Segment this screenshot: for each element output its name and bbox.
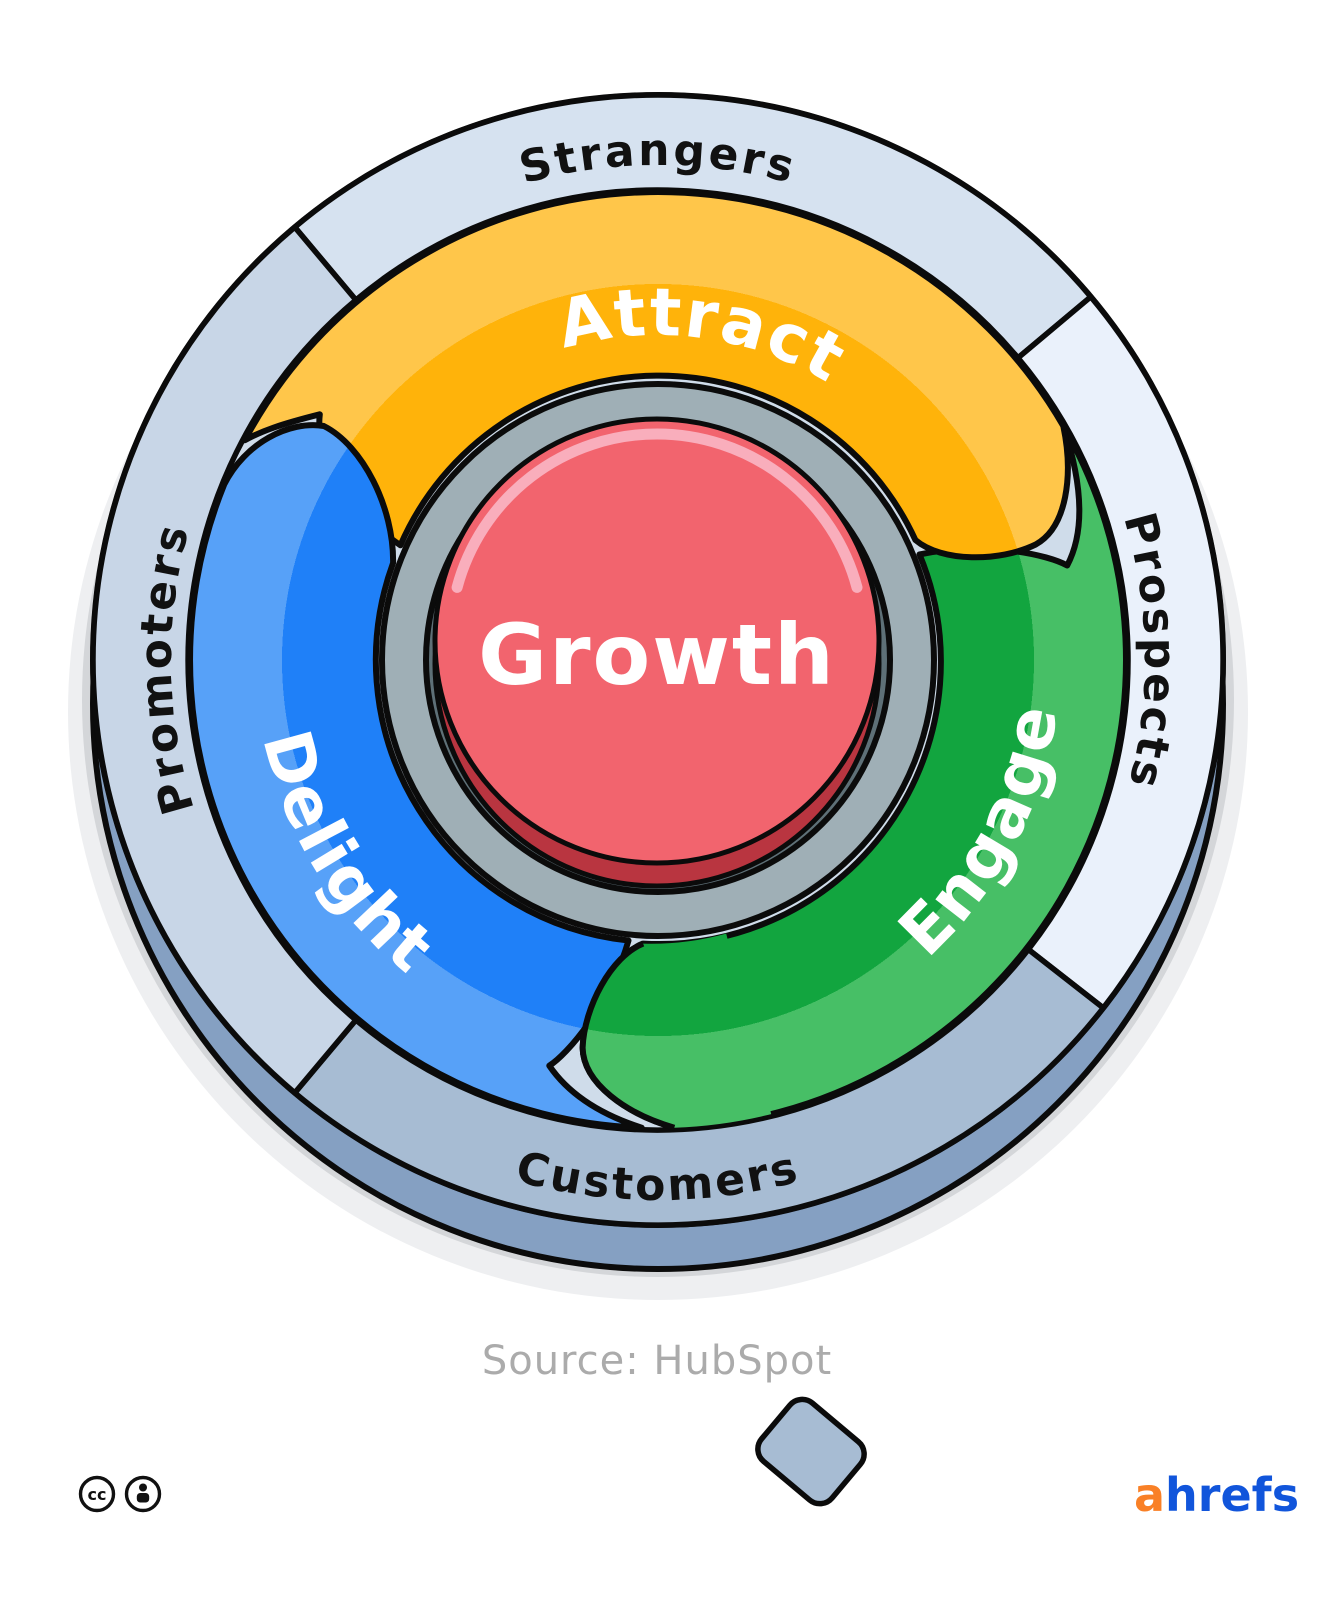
cc-license: cc bbox=[78, 1475, 162, 1513]
cc-icon bbox=[78, 1475, 116, 1513]
attribution-icon-head bbox=[139, 1483, 147, 1492]
segment-engage-head-outline bbox=[579, 940, 676, 1131]
segment-engage-head bbox=[582, 933, 772, 1128]
attribution-icon-body bbox=[136, 1493, 150, 1503]
ahrefs-logo: ahrefs bbox=[1134, 1468, 1299, 1522]
hub-button-highlight bbox=[451, 428, 863, 593]
source-credit: Source: HubSpot bbox=[482, 1338, 832, 1384]
hub-button bbox=[432, 416, 882, 866]
attribution-icon bbox=[124, 1475, 162, 1513]
ring-tab-customers bbox=[755, 1396, 867, 1507]
flywheel-segments bbox=[187, 189, 1129, 1131]
ahrefs-logo-a: a bbox=[1134, 1468, 1165, 1522]
segment-attract bbox=[241, 189, 1071, 561]
ahrefs-logo-hrefs: hrefs bbox=[1165, 1468, 1299, 1522]
cc-icon-text: cc bbox=[88, 1485, 107, 1504]
hub bbox=[379, 381, 937, 939]
growth-label: Growth bbox=[478, 606, 836, 704]
